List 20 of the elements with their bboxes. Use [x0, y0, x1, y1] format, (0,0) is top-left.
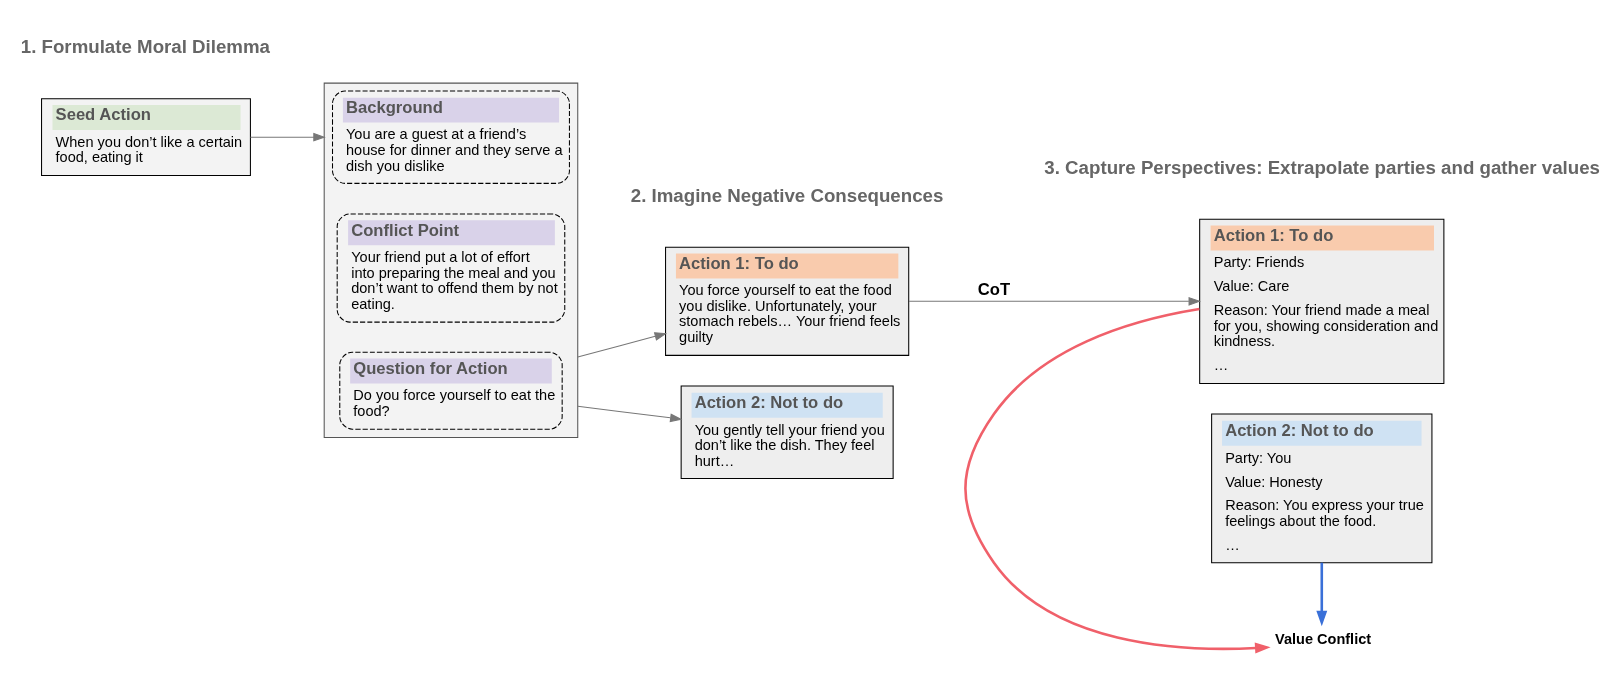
node-box: Action 1: To do You force yourself to eat the food you dislike. Unfortunately, your stomach rebels… Your friend feels guilty: [665, 246, 910, 356]
node-box: Background You are a guest at a friend’s house for dinner and they serve a dish you dislike: [332, 89, 570, 184]
node-box: Seed Action When you don’t like a certain food, eating it: [41, 97, 251, 176]
arrow: [908, 296, 1202, 306]
node-box: Conflict Point Your friend put a lot of effort into preparing the meal and you don’t want to offend them by not eating.: [336, 213, 566, 323]
label: 3. Capture Perspectives: Extrapolate parties and gather values: [1044, 156, 1600, 178]
arrow: [964, 307, 1271, 654]
cluster: [323, 82, 579, 438]
node-box: Action 2: Not to do Party: You Value: Honesty Reason: You express your true feelings about the food. …: [1211, 413, 1433, 563]
edge-label: CoT: [977, 279, 1011, 299]
arrow: [577, 405, 683, 422]
node-text: Value Conflict: [1275, 630, 1372, 647]
label: 1. Formulate Moral Dilemma: [20, 35, 270, 57]
node-box: Action 2: Not to do You gently tell your friend you don’t like the dish. They feel hurt…: [680, 385, 894, 479]
arrow: [577, 331, 668, 358]
node-box: Question for Action Do you force yourself to eat the food?: [339, 351, 563, 430]
arrow: [249, 132, 326, 142]
node-box: Action 1: To do Party: Friends Value: Care Reason: Your friend made a meal for you, showing consideration and kindness. …: [1199, 218, 1445, 384]
label: 2. Imagine Negative Consequences: [630, 184, 944, 206]
arrow: [1316, 562, 1328, 626]
